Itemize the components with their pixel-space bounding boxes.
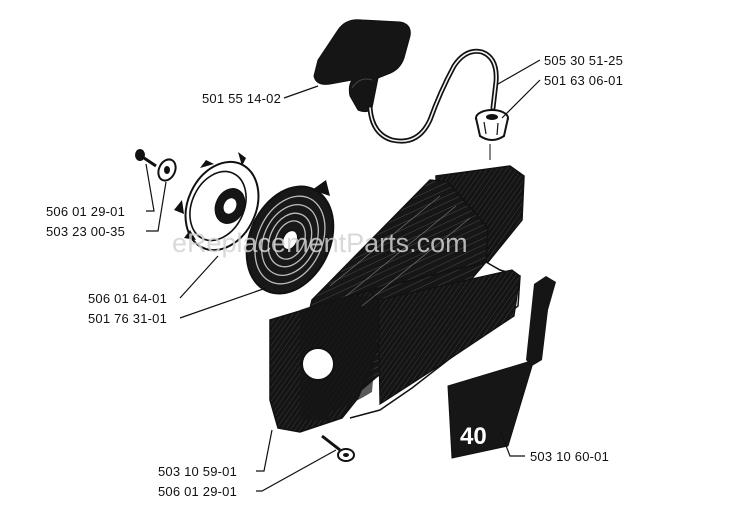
leader-501-55-14-02 [283,85,319,99]
decal-plate: 40 [447,276,556,459]
starter-handle [313,19,411,113]
leader-505-30-51-25 [497,59,541,85]
part-label-503-10-60-01: 503 10 60-01 [530,449,609,464]
housing-screw [321,434,355,462]
leader-506-01-64-01 [179,255,219,299]
part-label-506-01-64-01: 506 01 64-01 [88,291,167,306]
part-label-501-63-06-01: 501 63 06-01 [544,73,623,88]
leader-lines [145,59,541,492]
recoil-spring-cassette [245,180,335,295]
leader-501-76-31-01 [179,287,267,319]
starter-housing [269,165,525,433]
part-label-505-30-51-25: 505 30 51-25 [544,53,623,68]
leader-503-23-00-35 [146,181,167,232]
leader-501-63-06-01 [501,79,541,119]
part-label-501-76-31-01: 501 76 31-01 [88,311,167,326]
watermark: eReplacementParts.com [172,228,468,258]
leader-506-01-29-01-bottom [256,449,337,492]
part-label-506-01-29-01-top: 506 01 29-01 [46,204,125,219]
part-label-506-01-29-01-bottom: 506 01 29-01 [158,484,237,499]
part-label-503-10-59-01: 503 10 59-01 [158,464,237,479]
part-labels: 501 55 14-02 505 30 51-25 501 63 06-01 5… [46,53,623,499]
leader-506-01-29-01-top [145,163,155,212]
decal-number: 40 [460,423,487,450]
washer [157,158,177,182]
pulley-screw [135,149,157,168]
part-label-501-55-14-02: 501 55 14-02 [202,91,281,106]
rope-guide-bushing [475,109,509,160]
leader-503-10-59-01 [256,429,273,472]
rope-pulley [174,152,260,252]
starter-rope [367,48,499,144]
part-label-503-23-00-35: 503 23 00-35 [46,224,125,239]
leader-503-10-60-01 [499,429,525,457]
